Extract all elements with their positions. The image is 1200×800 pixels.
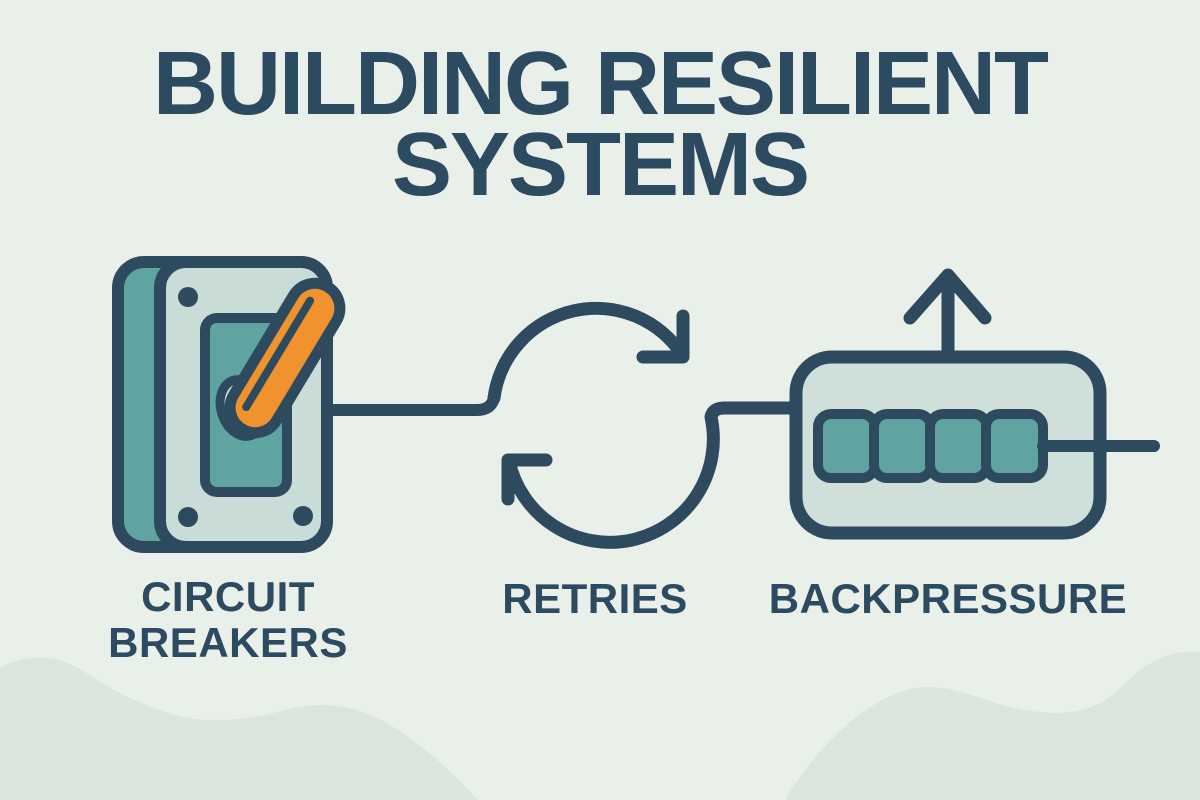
retry-arrowhead-right-icon: [636, 309, 690, 364]
label-retries: RETRIES: [502, 575, 688, 622]
queue-slot: [981, 409, 1048, 483]
screw-dot: [293, 506, 313, 526]
hill-left: [0, 657, 478, 800]
flow-connector-left: [316, 392, 500, 416]
retry-arrowhead-left-icon: [501, 453, 553, 506]
retry-bottom-arc: [502, 401, 803, 549]
breaker-lever: [224, 277, 346, 439]
overflow-up-arrow-icon: [903, 268, 992, 367]
title-line-2: SYSTEMS: [391, 115, 810, 215]
screw-dot: [178, 287, 198, 307]
hills-decoration: [0, 651, 1200, 800]
label-backpressure: BACKPRESSURE: [768, 575, 1128, 622]
screw-dot: [178, 507, 198, 527]
queue-slot: [925, 409, 992, 483]
retry-top-arc: [487, 301, 690, 405]
lever-stripe: [242, 296, 315, 412]
retry-loop-arrows-icon: [487, 301, 803, 549]
queue-slot: [869, 409, 936, 483]
title-line-1: BUILDING RESILIENT: [152, 34, 1049, 134]
backpressure-queue-icon: [789, 268, 1160, 540]
page-title: BUILDING RESILIENT SYSTEMS: [0, 34, 1200, 215]
queue-slot: [813, 409, 880, 483]
label-circuit-breakers: CIRCUIT BREAKERS: [108, 573, 348, 666]
hill-right: [785, 651, 1200, 800]
circuit-breaker-icon: [112, 256, 346, 553]
